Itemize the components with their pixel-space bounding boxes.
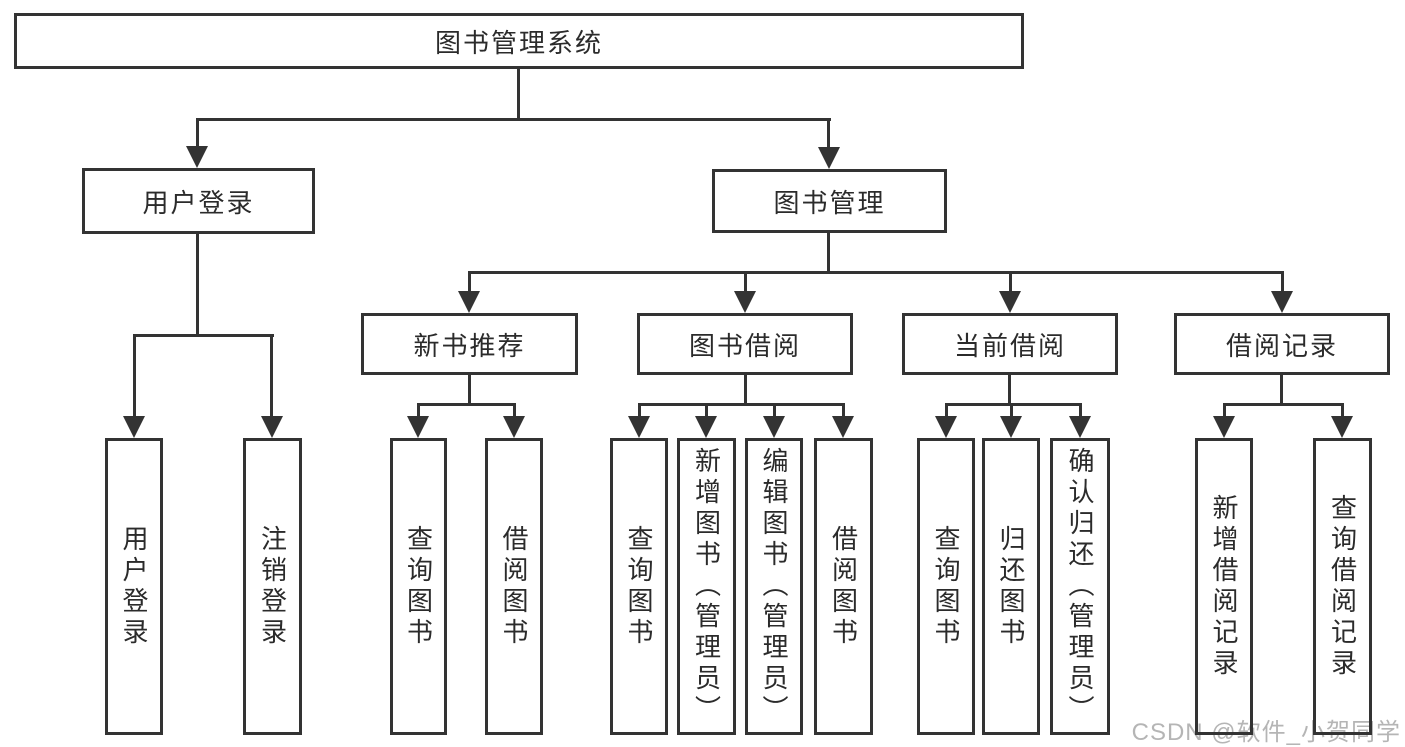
node-new-book-recommend: 新书推荐 [361,313,578,375]
arrowhead-level3 [1271,291,1293,313]
arrowhead-level3 [999,291,1021,313]
node-user-login: 用户登录 [82,168,315,234]
arrowhead-level3 [458,291,480,313]
arrowhead-user-login [186,146,208,168]
node-borrowing-records-label: 借阅记录 [1225,330,1338,361]
connector-root-stem [517,69,520,120]
connector-drop-book-management [827,118,830,149]
leaf-user-login: 用户登录 [105,438,163,735]
arrowhead-leaf [935,416,957,438]
node-current-borrowing: 当前借阅 [902,313,1118,375]
connector-drop-level3 [744,271,747,293]
connector-drop-level3 [1281,271,1284,293]
connector-user-login-rail [133,334,274,337]
arrowhead-leaf [832,416,854,438]
arrowhead-leaf [407,416,429,438]
node-root-label: 图书管理系统 [434,27,603,58]
connector-group-rail [638,403,845,406]
connector-drop-leaf [1341,403,1344,418]
arrowhead-leaf [1069,416,1091,438]
leaf-user-login-label: 用户登录 [119,524,149,649]
connector-drop-leaf [1223,403,1226,418]
leaf-return-book: 归还图书 [982,438,1040,735]
connector-user-login-stem [196,234,199,336]
leaf-query-books-recommend: 查询图书 [390,438,447,735]
leaf-add-book-admin-label: 新增图书（管理员） [691,447,722,726]
connector-drop-leaf [842,403,845,418]
connector-drop-leaf [638,403,641,418]
leaf-borrow-books-recommend-label: 借阅图书 [499,524,529,649]
arrowhead-leaf [503,416,525,438]
leaf-confirm-return-admin-label: 确认归还（管理员） [1065,447,1095,726]
arrowhead-leaf [1000,416,1022,438]
leaf-query-books-borrowing: 查询图书 [610,438,668,735]
connector-drop-leaf [1010,403,1013,418]
leaf-query-borrow-record: 查询借阅记录 [1313,438,1372,735]
connector-group-rail [417,403,516,406]
arrowhead-leaf [123,416,145,438]
arrowhead-leaf [628,416,650,438]
connector-drop-leaf [133,334,136,418]
leaf-query-books-recommend-label: 查询图书 [403,524,434,649]
connector-level2-rail [197,118,831,121]
leaf-add-book-admin: 新增图书（管理员） [677,438,736,735]
connector-drop-leaf [945,403,948,418]
node-book-management: 图书管理 [712,169,947,233]
arrowhead-leaf [261,416,283,438]
arrowhead-leaf [1213,416,1235,438]
leaf-logout: 注销登录 [243,438,302,735]
node-book-borrowing-label: 图书借阅 [688,330,801,361]
connector-level3-rail [468,271,1283,274]
connector-drop-leaf [513,403,516,418]
leaf-query-books-current-label: 查询图书 [931,524,961,649]
connector-drop-level3 [1009,271,1012,293]
connector-drop-leaf [705,403,708,418]
connector-group-stem [468,375,471,405]
watermark: CSDN @软件_小贺同学 [1131,719,1401,746]
arrowhead-book-management [818,147,840,169]
arrowhead-leaf [1331,416,1353,438]
connector-group-stem [1008,375,1011,405]
leaf-edit-book-admin: 编辑图书（管理员） [745,438,803,735]
connector-book-management-stem [827,233,830,273]
leaf-edit-book-admin-label: 编辑图书（管理员） [759,447,789,726]
leaf-add-borrow-record: 新增借阅记录 [1195,438,1253,735]
leaf-borrow-books-label: 借阅图书 [828,524,859,649]
node-book-management-label: 图书管理 [773,187,886,218]
leaf-borrow-books: 借阅图书 [814,438,873,735]
connector-drop-leaf [270,334,273,418]
connector-drop-leaf [1079,403,1082,418]
leaf-query-books-borrowing-label: 查询图书 [624,524,654,649]
node-new-book-recommend-label: 新书推荐 [413,330,526,361]
connector-group-rail [945,403,1081,406]
node-user-login-label: 用户登录 [142,187,255,218]
leaf-query-books-current: 查询图书 [917,438,975,735]
leaf-query-borrow-record-label: 查询借阅记录 [1327,493,1358,680]
connector-drop-user-login [196,118,199,148]
node-root: 图书管理系统 [14,13,1024,69]
arrowhead-leaf [695,416,717,438]
leaf-add-borrow-record-label: 新增借阅记录 [1209,493,1239,680]
connector-group-stem [744,375,747,405]
connector-drop-leaf [773,403,776,418]
arrowhead-level3 [734,291,756,313]
node-current-borrowing-label: 当前借阅 [953,330,1066,361]
leaf-borrow-books-recommend: 借阅图书 [485,438,543,735]
leaf-return-book-label: 归还图书 [996,524,1026,649]
connector-group-rail [1223,403,1343,406]
leaf-logout-label: 注销登录 [257,524,288,649]
node-borrowing-records: 借阅记录 [1174,313,1390,375]
connector-drop-leaf [417,403,420,418]
connector-group-stem [1280,375,1283,405]
node-book-borrowing: 图书借阅 [637,313,853,375]
leaf-confirm-return-admin: 确认归还（管理员） [1050,438,1110,735]
arrowhead-leaf [763,416,785,438]
connector-drop-level3 [468,271,471,293]
